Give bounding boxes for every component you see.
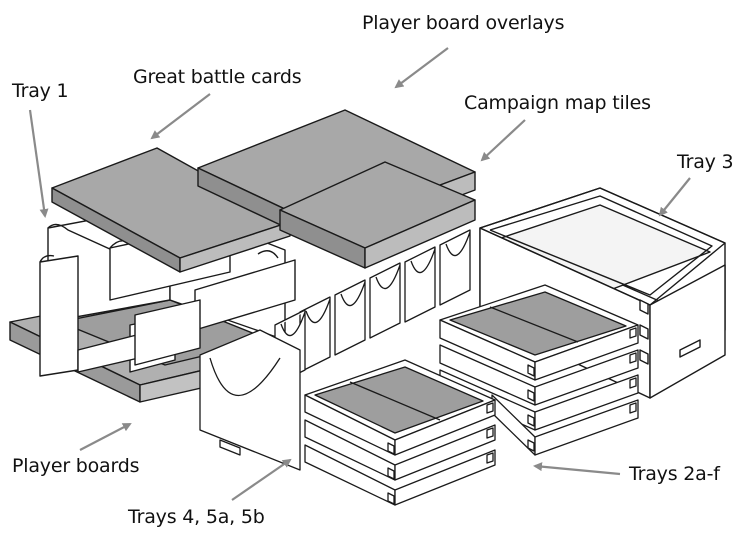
arrow-campaign-map-tiles bbox=[480, 119, 526, 162]
arrow-tray-1 bbox=[28, 109, 49, 218]
campaign-map-tiles bbox=[279, 161, 476, 269]
label-trays-2af: Trays 2a-f bbox=[629, 463, 720, 485]
label-tray-3: Tray 3 bbox=[677, 151, 734, 173]
label-arrows bbox=[28, 47, 691, 501]
arrow-tray-3 bbox=[658, 177, 691, 217]
arrow-trays-4-5a-5b bbox=[231, 458, 292, 501]
label-campaign-map-tiles: Campaign map tiles bbox=[464, 92, 651, 114]
arrow-player-board-overlays bbox=[394, 47, 449, 89]
trays-2a-f-stack bbox=[439, 284, 639, 456]
arrow-trays-2af bbox=[533, 462, 621, 476]
label-tray-1: Tray 1 bbox=[12, 80, 69, 102]
great-battle-cards bbox=[51, 147, 291, 273]
label-player-board-overlays: Player board overlays bbox=[362, 12, 565, 34]
label-player-boards: Player boards bbox=[12, 455, 140, 477]
label-trays-4-5a-5b: Trays 4, 5a, 5b bbox=[128, 506, 265, 528]
arrow-great-battle-cards bbox=[150, 93, 211, 140]
trays-4-5a-5b-stack bbox=[199, 329, 496, 506]
label-great-battle-cards: Great battle cards bbox=[133, 66, 302, 88]
arrow-player-boards bbox=[79, 423, 132, 451]
